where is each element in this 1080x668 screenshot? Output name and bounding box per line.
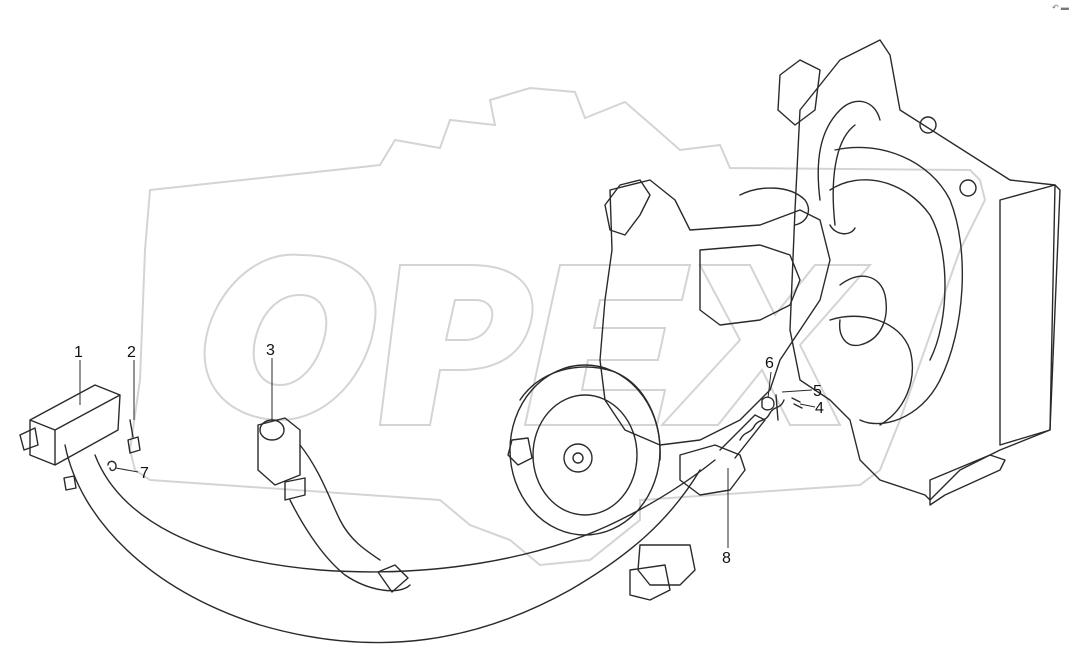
radiator-bottom-bracket xyxy=(929,454,1006,506)
callout-3: 3 xyxy=(266,342,275,359)
upper-hose xyxy=(817,100,881,226)
callout-7: 7 xyxy=(140,465,149,482)
part-3-sensor-body xyxy=(257,417,301,486)
flywheel-rim xyxy=(519,366,661,461)
engine-assembly xyxy=(507,39,1061,601)
radiator-cap xyxy=(919,116,937,134)
flywheel-inner xyxy=(532,394,638,516)
intake-manifold xyxy=(699,244,801,326)
radiator-inner xyxy=(834,146,964,425)
callout-4: 4 xyxy=(815,400,824,417)
watermark-letter-o xyxy=(203,253,377,422)
engine-block xyxy=(599,179,831,446)
watermark-letter-x xyxy=(659,264,873,426)
part-5-pin xyxy=(775,394,779,421)
throttle-cable-second xyxy=(94,454,716,573)
radiator-shroud-ring xyxy=(829,179,946,361)
part-bolt-small xyxy=(63,475,77,491)
hose-clamp xyxy=(829,224,856,235)
radiator-drain xyxy=(959,179,977,197)
part-7-clip xyxy=(107,460,117,472)
leader-5 xyxy=(781,389,813,393)
throttle-bracket xyxy=(679,444,746,496)
callout-labels: 1 2 3 4 5 6 7 8 xyxy=(74,342,824,567)
watermark xyxy=(128,86,987,567)
callout-8: 8 xyxy=(722,550,731,567)
corner-mark: ↶ ▬ xyxy=(1052,3,1069,12)
engine-foot-small xyxy=(507,437,533,466)
callout-1: 1 xyxy=(74,344,83,361)
flywheel-hub-center xyxy=(572,452,584,464)
engine-mount-pipe xyxy=(829,315,914,426)
throttle-cable xyxy=(64,444,701,644)
watermark-letter-p xyxy=(378,264,534,426)
part-3-sensor-cap xyxy=(259,419,285,441)
part-1-mount-ear xyxy=(19,427,39,451)
radiator-side-panel xyxy=(999,184,1056,446)
part-3-connector xyxy=(377,564,409,593)
engine-block-top xyxy=(604,179,651,236)
part-3-cable xyxy=(299,444,381,561)
part-2-bolt xyxy=(127,419,141,454)
part-6-washer xyxy=(761,396,775,411)
part-3-sensor-foot xyxy=(284,477,306,501)
leader-6 xyxy=(767,371,772,399)
leader-7 xyxy=(115,467,139,473)
leader-4 xyxy=(799,403,816,408)
air-filter-pipe xyxy=(838,275,887,347)
engine-cover-detail xyxy=(739,187,810,226)
radiator-bracket-top xyxy=(777,59,821,126)
engine-foot-bottom xyxy=(629,564,671,601)
callout-6: 6 xyxy=(765,355,774,372)
throttle-lever xyxy=(719,414,766,459)
callout-2: 2 xyxy=(127,344,136,361)
watermark-gear-outline xyxy=(128,86,987,567)
part-4-cotter xyxy=(791,397,803,409)
loose-parts xyxy=(19,384,803,644)
part-1-control-box xyxy=(29,384,121,466)
callout-5: 5 xyxy=(813,383,822,400)
leader-lines xyxy=(79,358,816,548)
part-3-cable-branch xyxy=(289,499,411,592)
engine-foot-left xyxy=(637,544,696,586)
flywheel-hub xyxy=(563,443,593,473)
radiator-frame xyxy=(789,39,1061,501)
